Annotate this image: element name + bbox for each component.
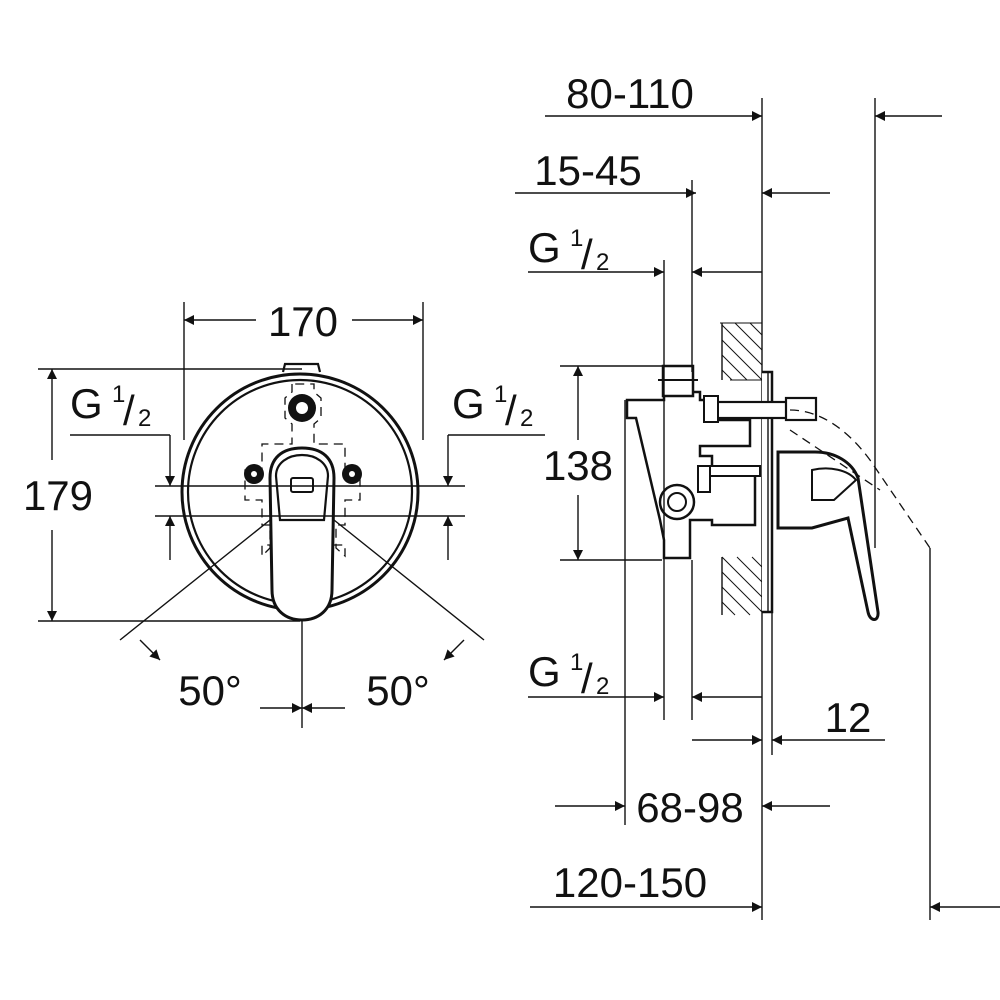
- logo-badge: [290, 477, 314, 493]
- svg-text:1: 1: [112, 381, 125, 408]
- thread-callout-top: G 1 / 2: [528, 224, 762, 278]
- height-dimension: 179: [23, 368, 302, 622]
- svg-text:1: 1: [570, 225, 583, 252]
- depth-dimension-bottom-1: 68-98: [555, 784, 830, 831]
- angle-left-label: 50°: [178, 667, 242, 714]
- svg-text:68-98: 68-98: [636, 784, 743, 831]
- svg-text:120-150: 120-150: [553, 859, 707, 906]
- wall-hatch-upper: [720, 322, 763, 381]
- svg-text:G: G: [528, 224, 561, 271]
- front-view: 170 179: [23, 298, 545, 728]
- side-view: 80-110 15-45 G 1 / 2 138 G 1: [515, 70, 1000, 920]
- svg-text:2: 2: [596, 249, 609, 276]
- cover-plate-side: [762, 370, 774, 614]
- svg-text:1: 1: [494, 381, 507, 408]
- svg-text:12: 12: [825, 694, 872, 741]
- angle-right-label: 50°: [366, 667, 430, 714]
- svg-text:15-45: 15-45: [534, 147, 641, 194]
- svg-text:G: G: [452, 380, 485, 427]
- plate-thickness-dimension: 12: [692, 612, 885, 755]
- svg-text:/: /: [505, 387, 517, 434]
- height-dimension-side: 138: [543, 365, 662, 561]
- width-dim-label: 170: [268, 298, 338, 345]
- svg-text:G: G: [70, 380, 103, 427]
- lever-handle: [268, 446, 336, 622]
- height-dim-label: 179: [23, 472, 93, 519]
- svg-text:80-110: 80-110: [566, 70, 694, 117]
- depth-dimension-mid: 15-45: [515, 147, 830, 198]
- depth-dimension-top: 80-110: [545, 70, 942, 121]
- svg-text:/: /: [581, 231, 593, 278]
- svg-text:2: 2: [596, 673, 609, 700]
- svg-text:138: 138: [543, 442, 613, 489]
- side-port-right: [342, 464, 362, 484]
- valve-body-side: [625, 364, 818, 560]
- top-port: [288, 394, 316, 422]
- svg-text:G: G: [528, 648, 561, 695]
- thread-callout-bottom: G 1 / 2: [528, 648, 762, 702]
- svg-text:2: 2: [138, 405, 151, 432]
- thread-callout-right: G 1 / 2: [443, 380, 545, 560]
- svg-text:/: /: [581, 655, 593, 702]
- wall-hatch-lower: [721, 556, 763, 616]
- depth-dimension-bottom-2: 120-150: [530, 859, 1000, 912]
- lever-handle-side: [776, 409, 931, 621]
- width-dimension: 170: [184, 298, 423, 345]
- svg-text:/: /: [123, 387, 135, 434]
- svg-text:1: 1: [570, 649, 583, 676]
- svg-text:2: 2: [520, 405, 533, 432]
- side-port-left: [244, 464, 264, 484]
- thread-callout-left: G 1 / 2: [70, 380, 175, 560]
